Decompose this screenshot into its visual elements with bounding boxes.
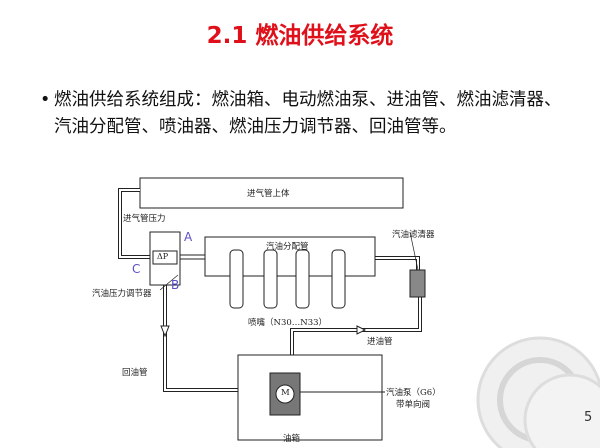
point-a: A	[184, 230, 193, 244]
intake-manifold-label: 进气管上体	[247, 189, 290, 199]
injectors-label: 喷嘴（N30…N33）	[248, 318, 328, 328]
tank-label: 油箱	[283, 434, 301, 444]
bullet-marker: •	[40, 90, 51, 110]
intake-pressure-label: 进气管压力	[123, 214, 166, 224]
wheel-decoration	[476, 336, 600, 448]
intake-manifold-box	[139, 177, 404, 209]
regulator-label: 汽油压力调节器	[92, 289, 152, 299]
bullet-text: 燃油供给系统组成：燃油箱、电动燃油泵、进油管、燃油滤清器、汽油分配管、喷油器、燃…	[54, 90, 562, 137]
fuel-rail-label: 汽油分配管	[266, 242, 309, 252]
fuel-filter	[409, 269, 426, 298]
injectors	[229, 249, 346, 309]
fuel-tank-box	[237, 354, 383, 441]
bullet-item: •燃油供给系统组成：燃油箱、电动燃油泵、进油管、燃油滤清器、汽油分配管、喷油器、…	[40, 87, 574, 141]
pump-label: 汽油泵（G6）	[386, 388, 441, 398]
slide-title: 2.1 燃油供给系统	[206, 23, 394, 49]
motor-label: M	[281, 388, 290, 398]
fuel-filter-label: 汽油滤清器	[392, 230, 435, 240]
point-b: B	[171, 278, 180, 292]
return-line-label: 回油管	[122, 368, 148, 378]
pump-label-2: 带单向阀	[396, 400, 431, 410]
regulator-symbol: ΔP	[157, 252, 169, 261]
point-c: C	[132, 262, 141, 276]
supply-line-label: 进油管	[367, 337, 393, 347]
page-number: 5	[584, 410, 593, 425]
